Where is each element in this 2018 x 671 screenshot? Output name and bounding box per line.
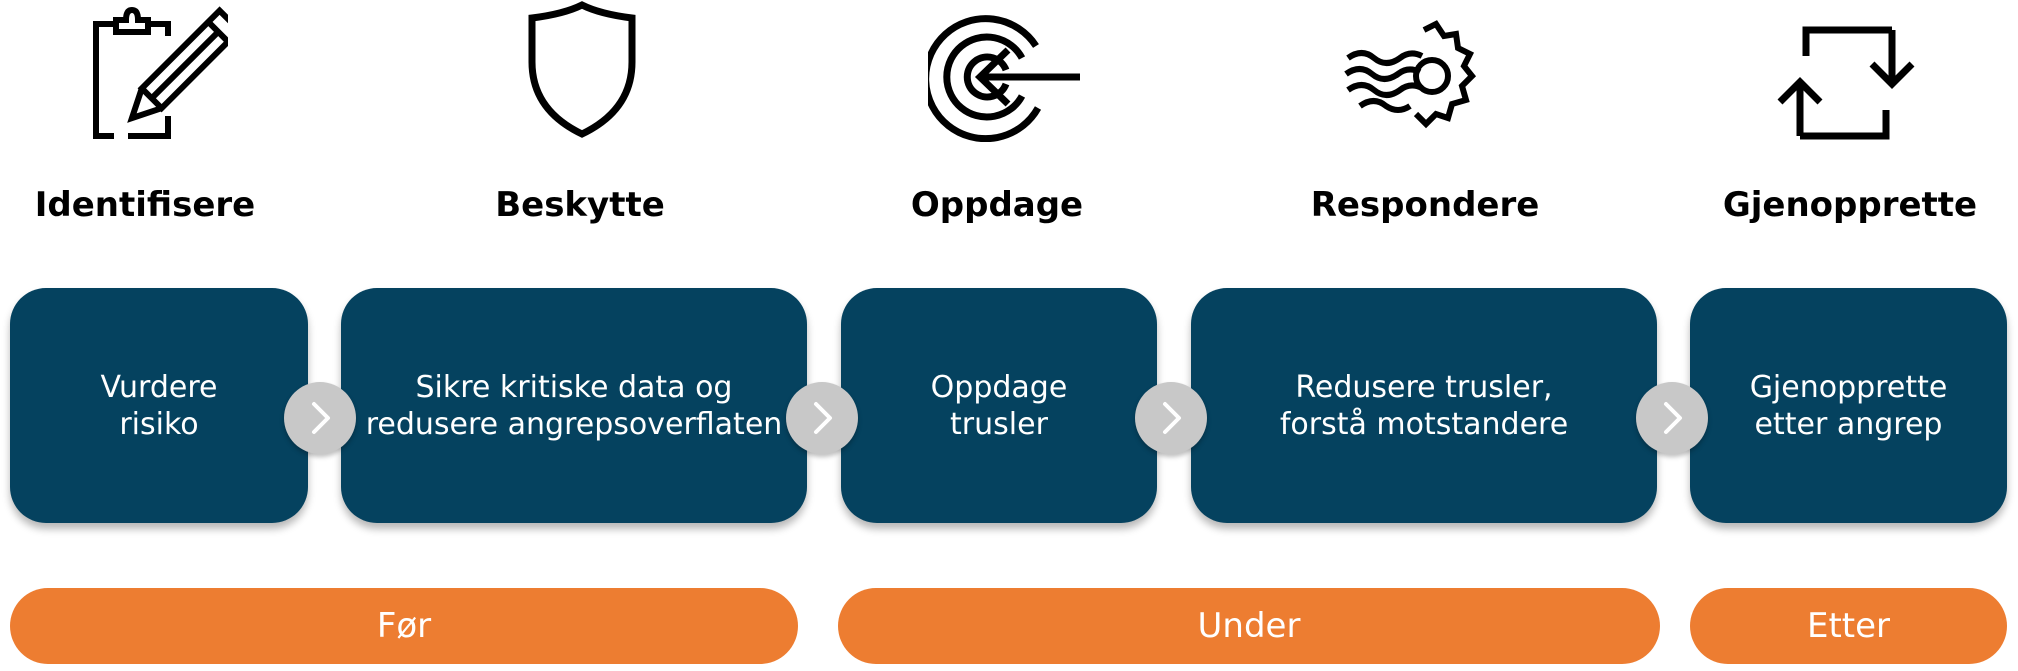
step-title-gjenopprette: Gjenopprette	[1722, 185, 1978, 225]
chevron-right-icon	[1636, 382, 1708, 454]
step-box-oppdage: Oppdage trusler	[841, 288, 1157, 523]
phase-bar-for: Før	[10, 588, 798, 664]
gear-wind-icon	[1344, 18, 1484, 140]
chevron-right-icon	[1135, 382, 1207, 454]
step-box-identifisere: Vurdere risiko	[10, 288, 308, 523]
clipboard-pencil-icon	[88, 6, 228, 142]
chevron-right-icon	[786, 382, 858, 454]
step-title-beskytte: Beskytte	[495, 185, 665, 225]
step-title-identifisere: Identifisere	[34, 185, 256, 225]
step-box-gjenopprette: Gjenopprette etter angrep	[1690, 288, 2007, 523]
step-title-oppdage: Oppdage	[910, 185, 1084, 225]
step-title-respondere: Respondere	[1310, 185, 1540, 225]
phase-bar-under: Under	[838, 588, 1660, 664]
step-box-beskytte: Sikre kritiske data og redusere angrepso…	[341, 288, 807, 523]
phase-bar-etter: Etter	[1690, 588, 2007, 664]
shield-icon	[526, 0, 638, 140]
target-arrow-icon	[928, 10, 1084, 142]
step-box-respondere: Redusere trusler, forstå motstandere	[1191, 288, 1657, 523]
cycle-arrows-icon	[1776, 26, 1916, 140]
chevron-right-icon	[284, 382, 356, 454]
